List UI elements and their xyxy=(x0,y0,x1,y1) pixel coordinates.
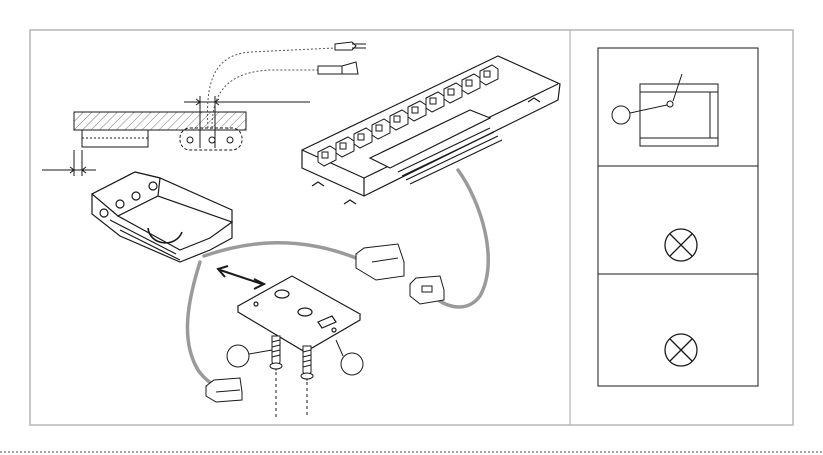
plug-connector xyxy=(356,244,404,280)
lamp-symbol-icon xyxy=(665,334,697,366)
callout-circle-left xyxy=(227,345,249,367)
side-row-top-spot-detail xyxy=(612,74,718,146)
attach-direction-arrow xyxy=(218,266,264,289)
screw-axis-lines xyxy=(276,372,307,418)
socket-connector xyxy=(410,276,444,304)
cabinet-shelf-section xyxy=(42,96,310,176)
callout-circle-right xyxy=(341,353,363,375)
dual-cable-terminals xyxy=(318,42,366,74)
screw-left xyxy=(270,336,282,370)
led-spotlight-housing xyxy=(92,172,232,262)
distributor-box xyxy=(302,56,560,204)
screw-right xyxy=(301,346,313,380)
lamp-symbol-icon xyxy=(665,229,697,261)
end-plug xyxy=(206,378,242,402)
callout-leader-left xyxy=(249,350,272,354)
callout-leader-right xyxy=(336,340,343,356)
